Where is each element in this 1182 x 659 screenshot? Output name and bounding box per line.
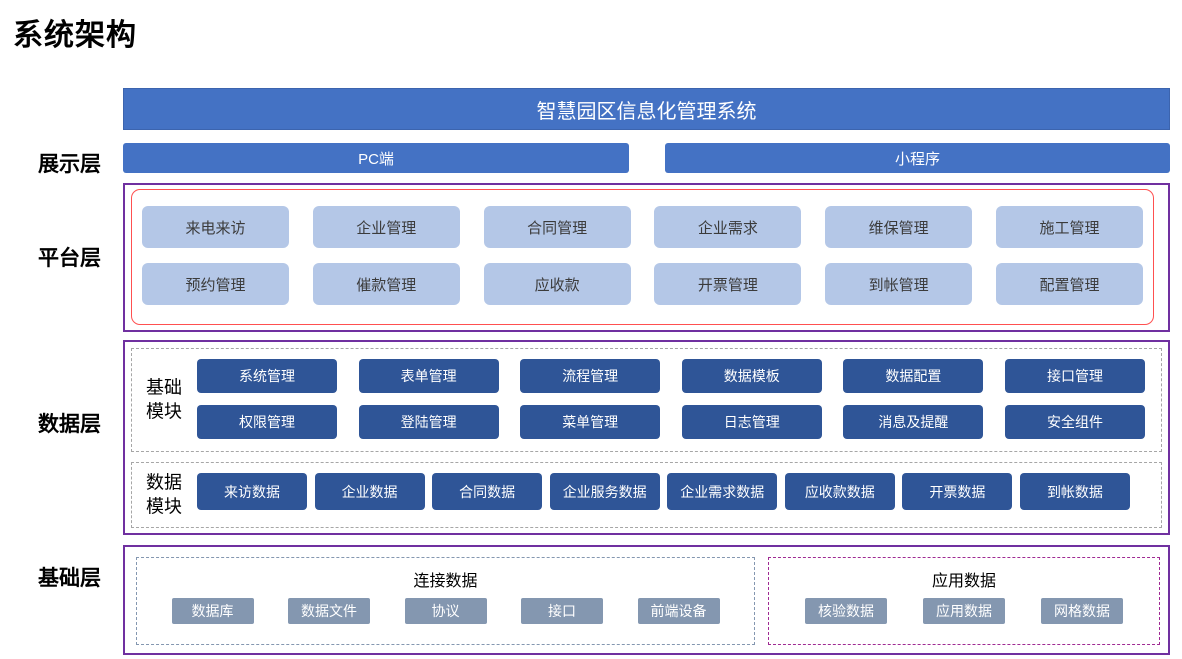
connection-box: 前端设备 (637, 598, 720, 624)
application-data-row: 核验数据 应用数据 网格数据 (769, 598, 1159, 624)
display-layer-label: 展示层 (38, 153, 101, 176)
data-module-box: 到帐数据 (1019, 473, 1130, 510)
data-module-box: 合同数据 (432, 473, 543, 510)
base-module-box: 日志管理 (681, 405, 822, 439)
base-module-box: 数据模板 (681, 359, 822, 393)
application-box: 应用数据 (923, 598, 1005, 624)
base-module-box: 表单管理 (358, 359, 499, 393)
platform-module: 企业需求 (654, 206, 802, 248)
data-module-label: 数据 模块 (146, 471, 182, 520)
connection-box: 接口 (521, 598, 603, 624)
data-module-box: 应收款数据 (784, 473, 895, 510)
data-layer-label: 数据层 (38, 413, 101, 436)
platform-row-1: 来电来访企业管理合同管理企业需求维保管理施工管理 (142, 206, 1143, 248)
platform-module: 来电来访 (142, 206, 289, 248)
base-module-box: 安全组件 (1004, 405, 1145, 439)
connection-data-title: 连接数据 (413, 573, 478, 590)
platform-module: 开票管理 (654, 263, 802, 305)
data-module-label-line2: 模块 (146, 497, 182, 517)
base-module-box: 菜单管理 (520, 405, 661, 439)
pc-client-bar: PC端 (123, 143, 629, 173)
application-data-group: 应用数据 核验数据应用数据网格数据 (768, 557, 1160, 645)
data-module-box: 企业需求数据 (667, 473, 778, 510)
application-box: 网格数据 (1041, 598, 1123, 624)
page-title: 系统架构 (13, 19, 137, 52)
data-module-box: 开票数据 (902, 473, 1013, 510)
base-module-box: 数据配置 (843, 359, 984, 393)
base-module-label-line1: 基础 (146, 377, 182, 398)
platform-module: 企业管理 (312, 206, 460, 248)
connection-box: 协议 (404, 598, 487, 624)
platform-module: 催款管理 (312, 263, 460, 305)
platform-module: 到帐管理 (825, 263, 973, 305)
platform-layer-label: 平台层 (38, 247, 101, 270)
connection-data-row: 数据库 数据文件 协议 接口 前端设备 (137, 598, 754, 624)
platform-module: 应收款 (483, 263, 631, 305)
platform-module: 配置管理 (995, 263, 1143, 305)
data-module-box: 企业服务数据 (549, 473, 660, 510)
base-module-box: 登陆管理 (358, 405, 499, 439)
miniprogram-bar: 小程序 (665, 143, 1170, 173)
data-module-box: 来访数据 (197, 473, 307, 510)
base-module-box: 接口管理 (1004, 359, 1145, 393)
platform-module: 施工管理 (995, 206, 1143, 248)
foundation-layer-label: 基础层 (38, 567, 101, 590)
platform-layer-panel: 来电来访企业管理合同管理企业需求维保管理施工管理 预约管理催款管理应收款开票管理… (123, 183, 1170, 332)
base-module-row-2: 权限管理登陆管理菜单管理日志管理消息及提醒安全组件 (197, 405, 1145, 439)
base-module-label: 基础 模块 (146, 376, 182, 425)
system-title-banner: 智慧园区信息化管理系统 (123, 88, 1170, 130)
platform-module: 维保管理 (825, 206, 973, 248)
base-module-label-line2: 模块 (146, 402, 182, 422)
connection-box: 数据文件 (288, 598, 370, 624)
data-module-label-line1: 数据 (146, 472, 182, 493)
data-module-row: 来访数据企业数据合同数据企业服务数据企业需求数据应收款数据开票数据到帐数据 (197, 473, 1130, 510)
connection-box: 数据库 (171, 598, 254, 624)
base-module-group: 基础 模块 系统管理表单管理流程管理数据模板数据配置接口管理 权限管理登陆管理菜… (131, 348, 1162, 452)
platform-module: 合同管理 (483, 206, 631, 248)
connection-data-group: 连接数据 数据库 数据文件 协议 接口 前端设备 (136, 557, 755, 645)
application-box: 核验数据 (805, 598, 887, 624)
base-module-box: 消息及提醒 (843, 405, 984, 439)
data-module-group: 数据 模块 来访数据企业数据合同数据企业服务数据企业需求数据应收款数据开票数据到… (131, 462, 1162, 528)
application-data-title: 应用数据 (931, 573, 996, 590)
foundation-layer-panel: 连接数据 数据库数据文件协议接口前端设备 应用数据 核验数据应用数据网格数据 (123, 545, 1170, 655)
base-module-box: 系统管理 (197, 359, 337, 393)
base-module-box: 流程管理 (520, 359, 661, 393)
platform-row-2: 预约管理催款管理应收款开票管理到帐管理配置管理 (142, 263, 1143, 305)
data-module-box: 企业数据 (314, 473, 425, 510)
data-layer-panel: 基础 模块 系统管理表单管理流程管理数据模板数据配置接口管理 权限管理登陆管理菜… (123, 340, 1170, 535)
base-module-box: 权限管理 (197, 405, 337, 439)
platform-inner-border (131, 189, 1154, 325)
base-module-row-1: 系统管理表单管理流程管理数据模板数据配置接口管理 (197, 359, 1145, 393)
platform-module: 预约管理 (142, 263, 289, 305)
